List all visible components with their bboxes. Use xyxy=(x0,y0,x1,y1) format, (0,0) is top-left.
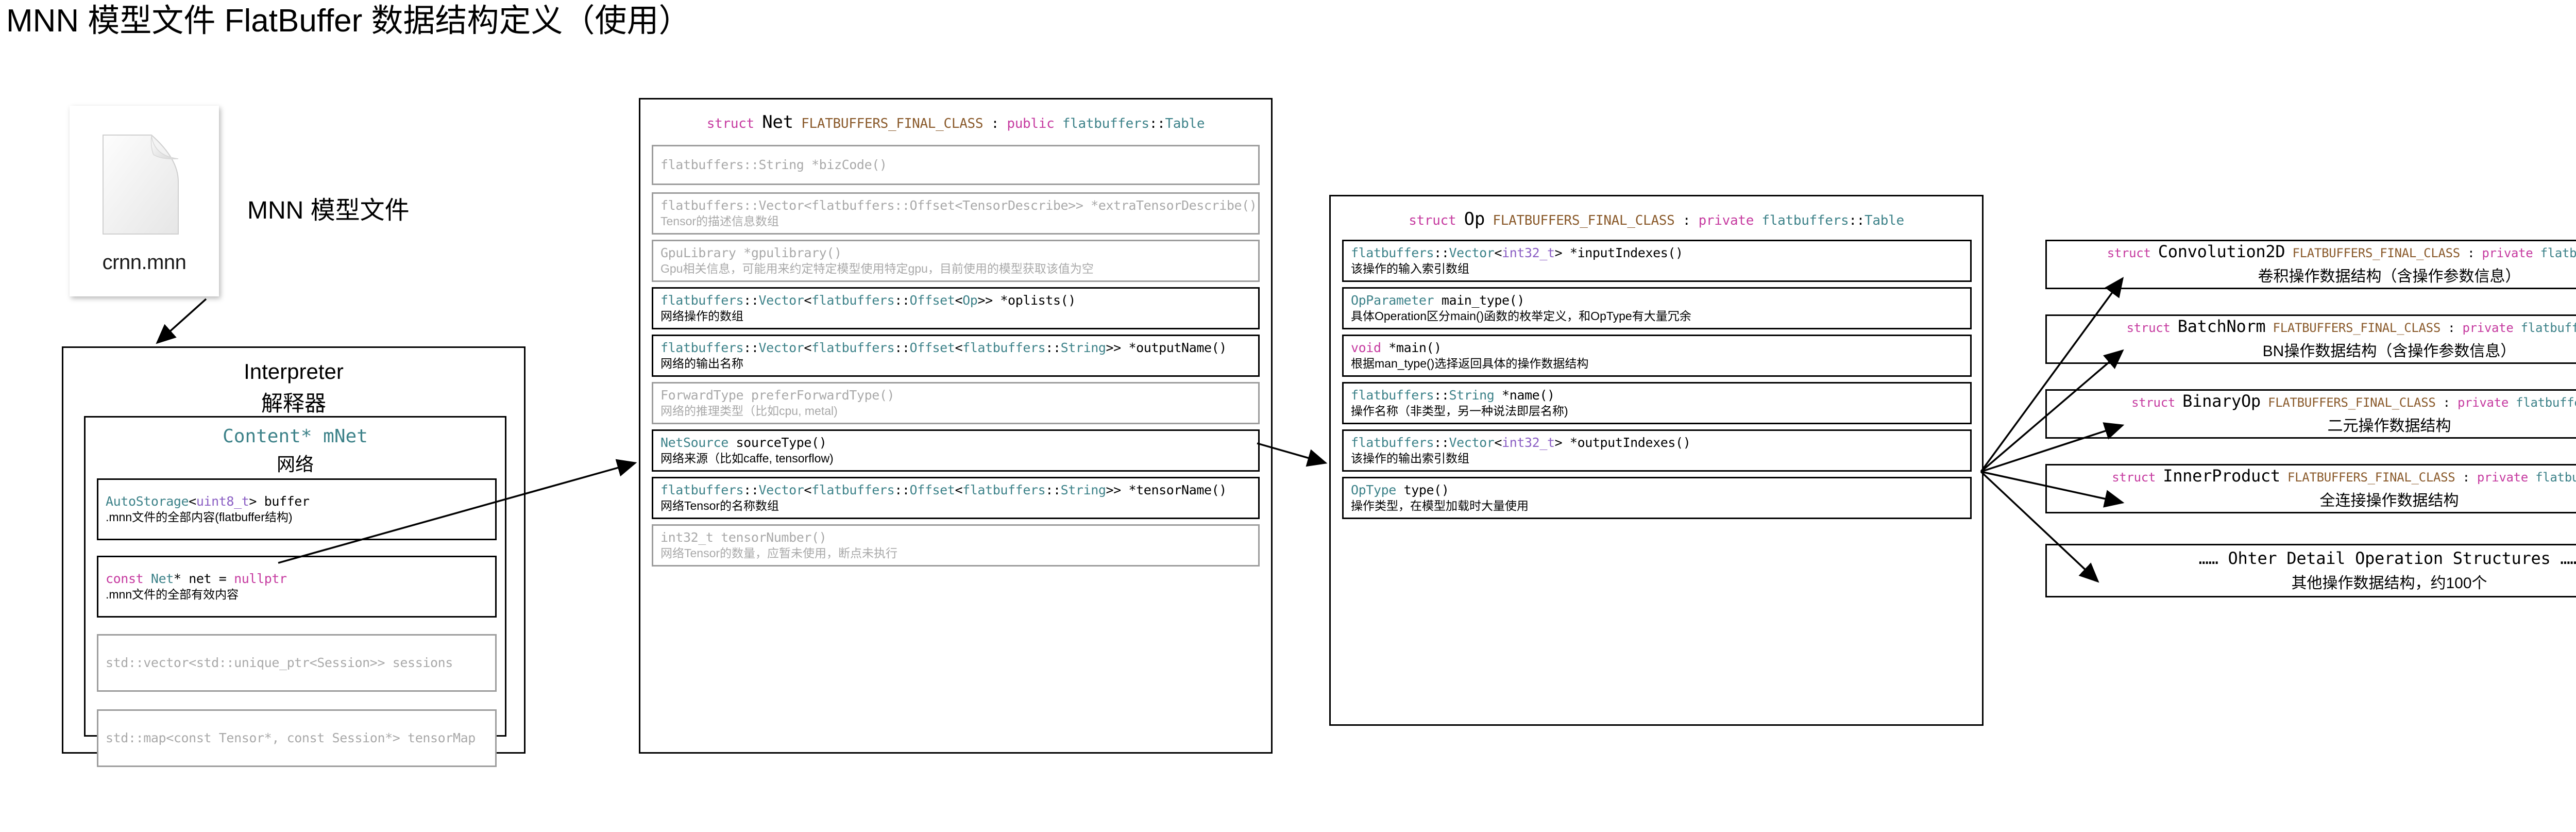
operation-card-2[interactable]: struct BinaryOp FLATBUFFERS_FINAL_CLASS … xyxy=(2045,389,2576,439)
operation-card-3[interactable]: struct InnerProduct FLATBUFFERS_FINAL_CL… xyxy=(2045,464,2576,513)
operation-description: 其他操作数据结构，约100个 xyxy=(2291,575,2487,592)
net-field-4: flatbuffers::Vector<flatbuffers::Offset<… xyxy=(652,335,1260,377)
field-signature: flatbuffers::Vector<flatbuffers::Offset<… xyxy=(660,292,1076,308)
op-field-3: flatbuffers::String *name()操作名称（非类型，另一种说… xyxy=(1342,382,1972,424)
op-struct-container: struct Op FLATBUFFERS_FINAL_CLASS : priv… xyxy=(1329,195,1984,726)
content-field-1: const Net* net = nullptr .mnn文件的全部有效内容 xyxy=(97,556,497,618)
field-description: 该操作的输入索引数组 xyxy=(1351,262,1469,276)
field-description: 操作类型，在模型加载时大量使用 xyxy=(1351,499,1529,513)
field-signature: ForwardType preferForwardType() xyxy=(660,387,895,403)
field-signature: OpParameter main_type() xyxy=(1351,292,1524,308)
field-description: 该操作的输出索引数组 xyxy=(1351,452,1469,465)
field-signature: flatbuffers::String *name() xyxy=(1351,387,1555,403)
field-signature: void *main() xyxy=(1351,340,1442,355)
arrow-main-to-convolution2d xyxy=(1980,277,2124,473)
interpreter-title-cn: 解释器 xyxy=(261,391,326,415)
field-signature: GpuLibrary *gpulibrary() xyxy=(660,245,842,260)
net-field-2: GpuLibrary *gpulibrary() Gpu相关信息，可能用来约定特定… xyxy=(652,240,1260,282)
field-signature: std::map<const Tensor*, const Session*> … xyxy=(106,730,476,746)
field-signature: const Net* net = nullptr xyxy=(106,571,287,586)
operation-description: 卷积操作数据结构（含操作参数信息） xyxy=(2258,268,2521,285)
field-description: 操作名称（非类型，另一种说法即层名称) xyxy=(1351,404,1568,418)
content-field-3: std::map<const Tensor*, const Session*> … xyxy=(97,709,497,767)
content-field-0: AutoStorage<uint8_t> buffer.mnn文件的全部内容(f… xyxy=(97,478,497,540)
field-description: 网络来源（比如caffe, tensorflow) xyxy=(660,452,834,465)
page-title: MNN 模型文件 FlatBuffer 数据结构定义（使用） xyxy=(6,3,691,39)
net-field-8: int32_t tensorNumber()网络Tensor的数量，应暂未使用，… xyxy=(652,524,1260,567)
arrow-file-to-interpreter xyxy=(156,298,207,344)
field-description: 网络Tensor的名称数组 xyxy=(660,499,779,513)
field-signature: AutoStorage<uint8_t> buffer xyxy=(106,493,310,509)
content-mnet-title-cn: 网络 xyxy=(276,454,314,475)
field-description: Gpu相关信息，可能用来约定特定模型使用特定gpu，目前使用的模型获取该值为空 xyxy=(660,262,1094,276)
field-signature: flatbuffers::Vector<flatbuffers::Offset<… xyxy=(660,197,1257,213)
operation-signature: struct InnerProduct FLATBUFFERS_FINAL_CL… xyxy=(2112,466,2576,486)
net-field-6: NetSource sourceType() 网络来源（比如caffe, tens… xyxy=(652,429,1260,472)
op-field-1: OpParameter main_type()具体Operation区分main… xyxy=(1342,287,1972,329)
net-struct-title: struct Net FLATBUFFERS_FINAL_CLASS : pub… xyxy=(706,112,1205,132)
file-name-label: crnn.mnn xyxy=(102,251,187,274)
document-file-icon xyxy=(103,135,179,235)
operation-signature: struct Convolution2D FLATBUFFERS_FINAL_C… xyxy=(2107,242,2576,262)
net-field-3: flatbuffers::Vector<flatbuffers::Offset<… xyxy=(652,287,1260,329)
field-signature: flatbuffers::Vector<int32_t> *outputInde… xyxy=(1351,435,1691,450)
field-description: 网络Tensor的数量，应暂未使用，断点未执行 xyxy=(660,546,898,560)
content-mnet-title: Content* mNet xyxy=(223,426,368,447)
field-description: 网络的输出名称 xyxy=(660,357,743,371)
field-signature: NetSource sourceType() xyxy=(660,435,827,450)
field-description: 网络操作的数组 xyxy=(660,309,743,323)
operation-signature: struct BinaryOp FLATBUFFERS_FINAL_CLASS … xyxy=(2131,391,2576,411)
interpreter-title: Interpreter xyxy=(244,359,344,384)
net-field-7: flatbuffers::Vector<flatbuffers::Offset<… xyxy=(652,477,1260,519)
field-description: 根据man_type()选择返回具体的操作数据结构 xyxy=(1351,357,1589,371)
op-field-5: OpType type() 操作类型，在模型加载时大量使用 xyxy=(1342,477,1972,519)
net-field-1: flatbuffers::Vector<flatbuffers::Offset<… xyxy=(652,192,1260,235)
interpreter-container: Interpreter 解释器 Content* mNet 网络 AutoSto… xyxy=(62,346,526,767)
field-signature: flatbuffers::Vector<int32_t> *inputIndex… xyxy=(1351,245,1683,260)
field-description: 网络的推理类型（比如cpu, metal) xyxy=(660,404,838,418)
field-description: .mnn文件的全部内容(flatbuffer结构) xyxy=(106,510,293,524)
operation-description: 二元操作数据结构 xyxy=(2327,417,2451,435)
field-description: .mnn文件的全部有效内容 xyxy=(106,588,239,602)
op-field-0: flatbuffers::Vector<int32_t> *inputIndex… xyxy=(1342,240,1972,282)
op-field-2: void *main() 根据man_type()选择返回具体的操作数据结构 xyxy=(1342,335,1972,377)
field-signature: OpType type() xyxy=(1351,482,1449,497)
field-signature: flatbuffers::Vector<flatbuffers::Offset<… xyxy=(660,340,1227,355)
operation-description: 全连接操作数据结构 xyxy=(2319,492,2459,509)
field-description: 具体Operation区分main()函数的枚举定义，和OpType有大量冗余 xyxy=(1351,309,1691,323)
field-signature: flatbuffers::String *bizCode() xyxy=(660,157,887,173)
model-file-card[interactable]: crnn.mnn xyxy=(70,106,219,296)
field-signature: int32_t tensorNumber() xyxy=(660,529,827,545)
operation-signature: struct BatchNorm FLATBUFFERS_FINAL_CLASS… xyxy=(2126,317,2576,337)
operation-description: BN操作数据结构（含操作参数信息） xyxy=(2262,342,2516,360)
content-mnet-container: Content* mNet 网络 AutoStorage<uint8_t> bu… xyxy=(84,416,506,767)
content-field-2: std::vector<std::unique_ptr<Session>> se… xyxy=(97,634,497,692)
model-file-caption: MNN 模型文件 xyxy=(247,197,410,224)
field-signature: flatbuffers::Vector<flatbuffers::Offset<… xyxy=(660,482,1227,497)
operation-card-1[interactable]: struct BatchNorm FLATBUFFERS_FINAL_CLASS… xyxy=(2045,314,2576,364)
operation-card-4[interactable]: …… Ohter Detail Operation Structures …… 其… xyxy=(2045,544,2576,597)
operation-card-0[interactable]: struct Convolution2D FLATBUFFERS_FINAL_C… xyxy=(2045,240,2576,289)
op-struct-title: struct Op FLATBUFFERS_FINAL_CLASS : priv… xyxy=(1409,209,1904,229)
field-description: Tensor的描述信息数组 xyxy=(660,214,779,228)
operation-signature: …… Ohter Detail Operation Structures …… xyxy=(2198,548,2576,568)
net-field-0: flatbuffers::String *bizCode() xyxy=(652,145,1260,185)
field-signature: std::vector<std::unique_ptr<Session>> se… xyxy=(106,655,453,671)
net-field-5: ForwardType preferForwardType()网络的推理类型（比… xyxy=(652,382,1260,424)
net-struct-container: struct Net FLATBUFFERS_FINAL_CLASS : pub… xyxy=(639,98,1273,754)
op-field-4: flatbuffers::Vector<int32_t> *outputInde… xyxy=(1342,429,1972,472)
